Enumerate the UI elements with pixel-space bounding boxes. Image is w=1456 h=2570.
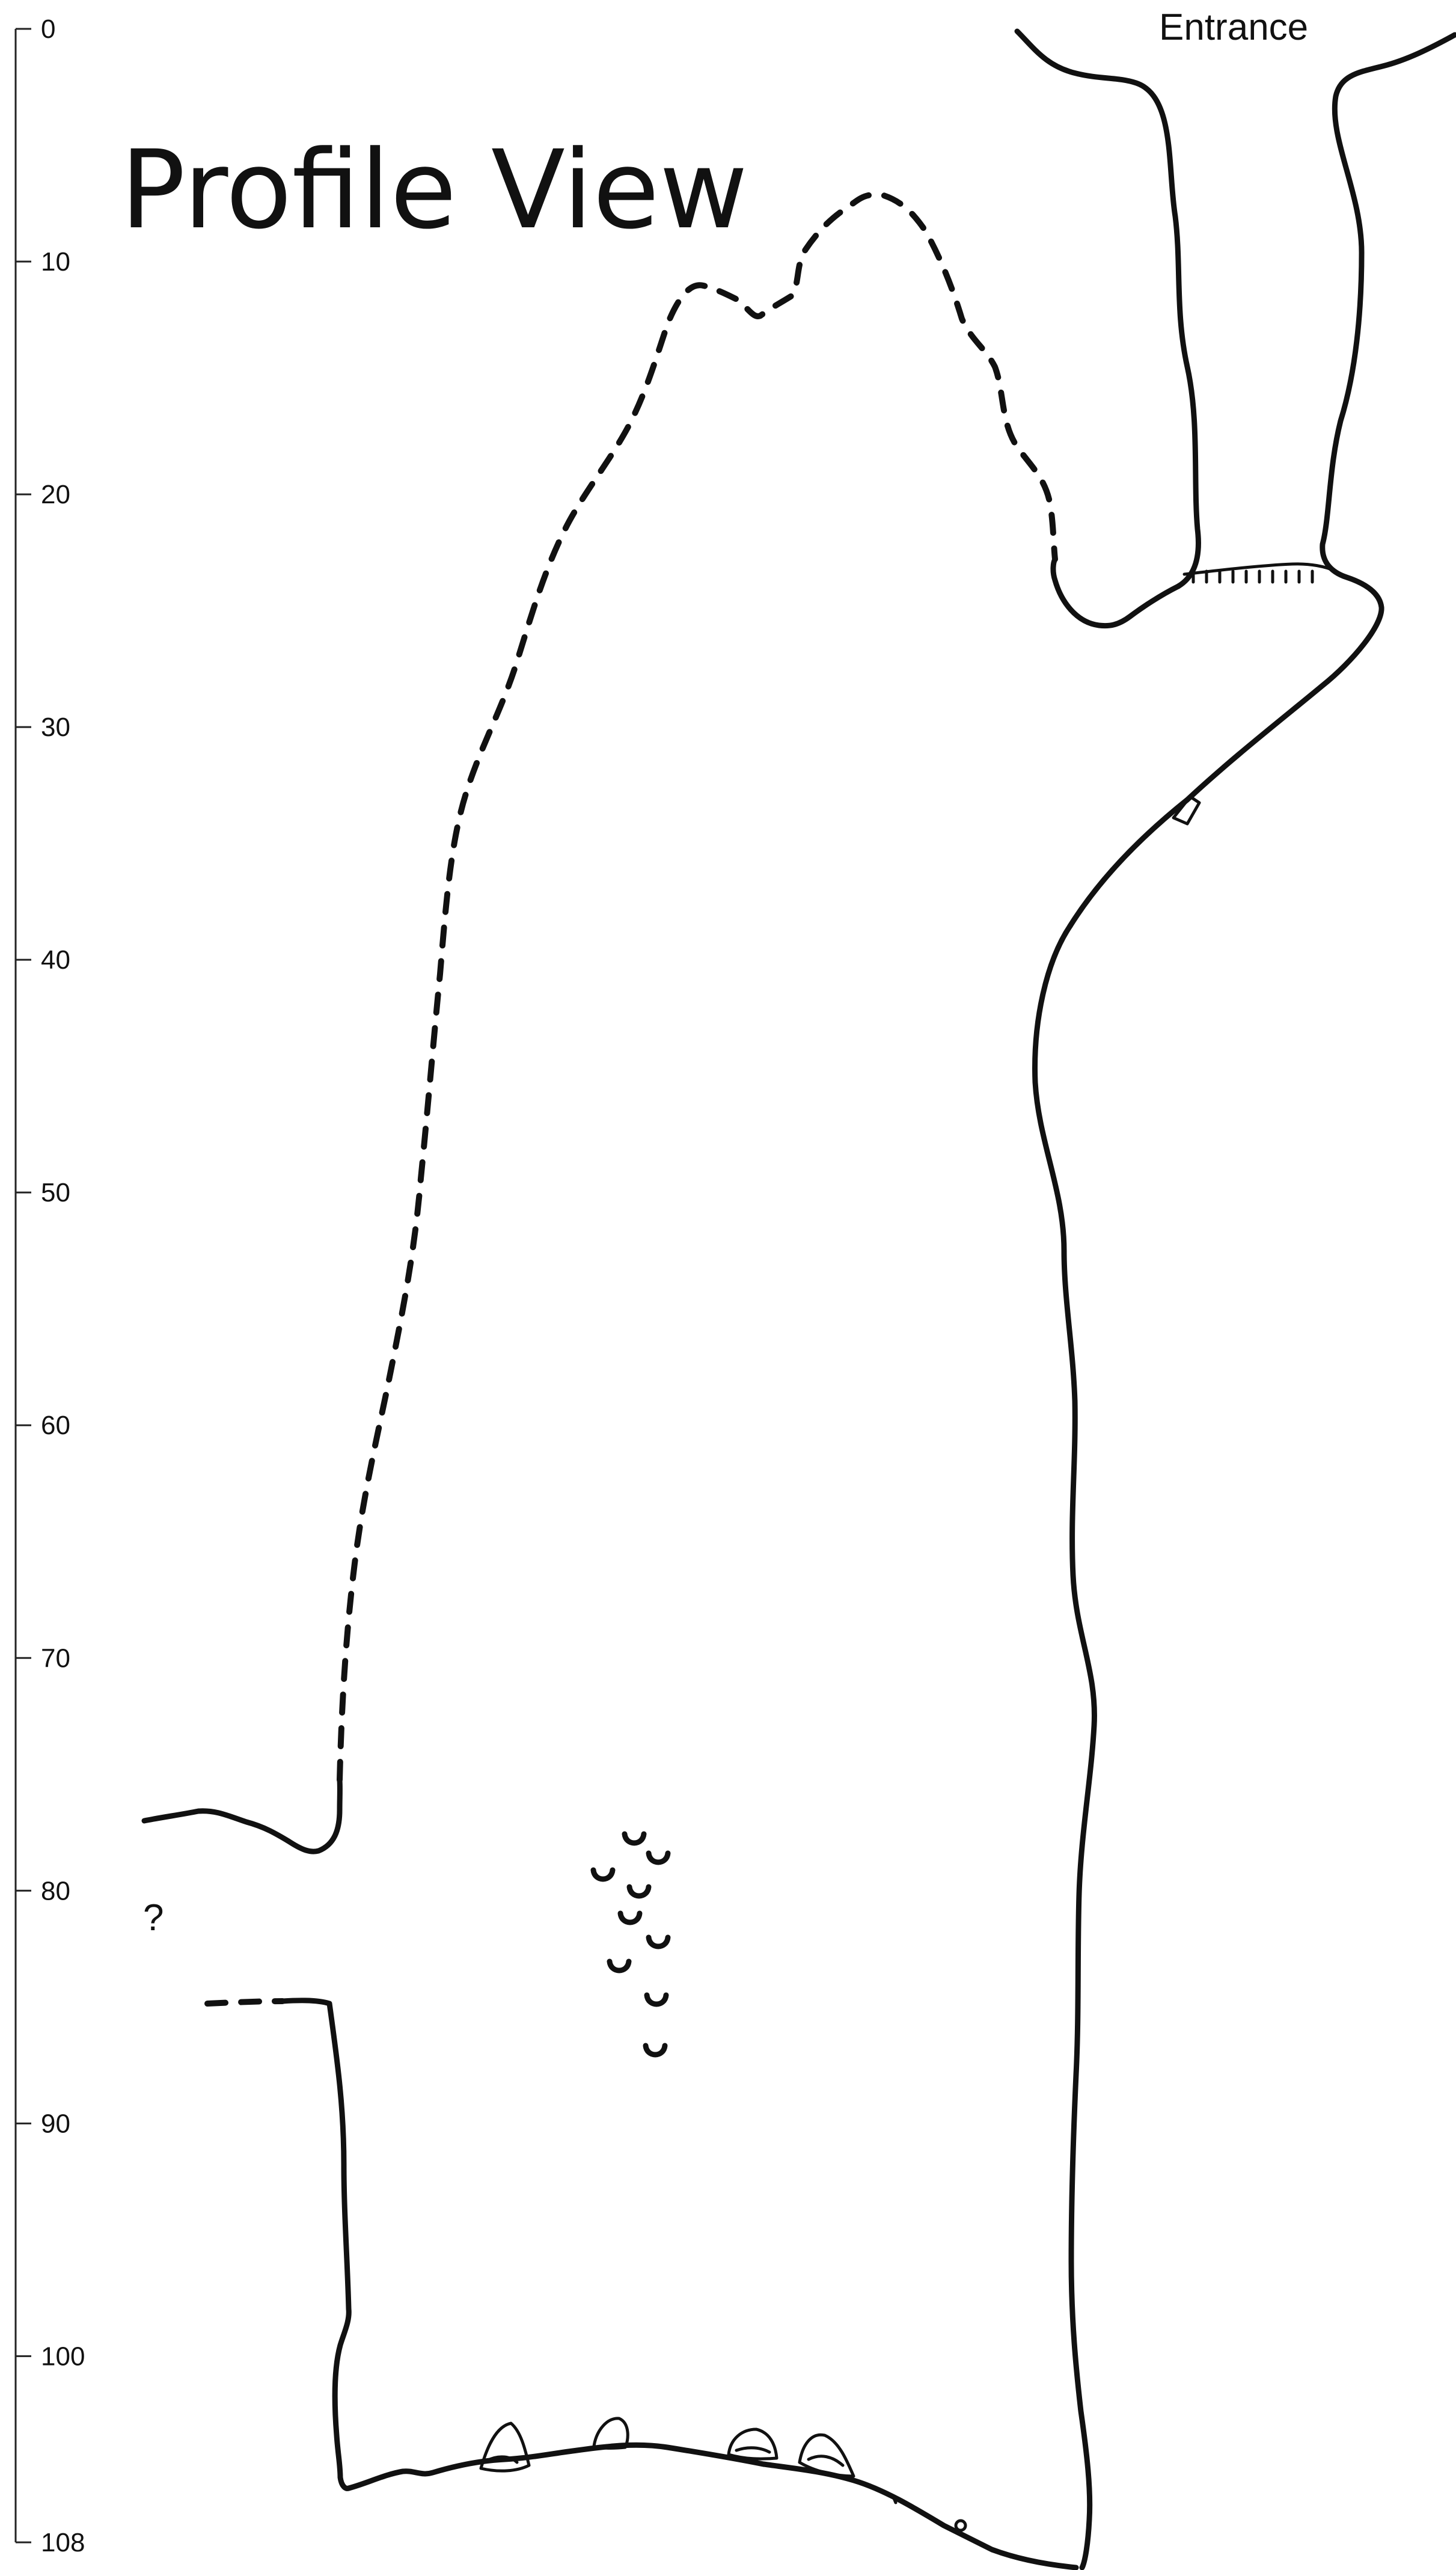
depth-tick-label: 100 bbox=[41, 2342, 85, 2371]
main-chamber-left-wall bbox=[326, 2001, 352, 2491]
depth-tick-label: 108 bbox=[41, 2528, 85, 2557]
depth-scale-ticks: 0 10 20 30 40 50 60 70 80 90 100 108 bbox=[16, 14, 85, 2557]
floor-rock bbox=[479, 2421, 531, 2473]
drip-mark bbox=[643, 2043, 668, 2058]
hatched-ledge-top bbox=[1182, 562, 1338, 576]
depth-tick-label: 90 bbox=[41, 2109, 70, 2138]
depth-tick-label: 0 bbox=[41, 14, 55, 44]
shaft-bottom-lip bbox=[1050, 556, 1181, 629]
floor-rock bbox=[798, 2433, 855, 2478]
side-passage-lower-wall bbox=[280, 1998, 332, 2007]
wall-rock bbox=[1172, 795, 1201, 826]
side-passage-upper-wall bbox=[141, 1777, 343, 1854]
depth-scale: 0 10 20 30 40 50 60 70 80 90 100 108 bbox=[14, 14, 85, 2557]
depth-tick-label: 60 bbox=[41, 1411, 70, 1440]
drip-mark bbox=[646, 1850, 671, 1865]
depth-tick-label: 70 bbox=[41, 1643, 70, 1673]
side-passage-lower-dashed bbox=[204, 1998, 286, 2007]
unknown-passage-marker: ? bbox=[143, 1897, 164, 1939]
drip-mark bbox=[607, 1958, 632, 1974]
main-chamber-right-wall bbox=[1032, 923, 1097, 2570]
drip-mark bbox=[617, 1910, 643, 1925]
drip-mark bbox=[622, 1831, 647, 1846]
depth-tick-label: 80 bbox=[41, 1876, 70, 1906]
main-chamber-floor bbox=[346, 2442, 1079, 2570]
depth-tick-label: 30 bbox=[41, 713, 70, 742]
depth-tick-label: 40 bbox=[41, 945, 70, 975]
floor-rock bbox=[592, 2417, 629, 2450]
depth-tick-label: 20 bbox=[41, 480, 70, 509]
drip-marks bbox=[590, 1831, 671, 2058]
drip-mark bbox=[646, 1934, 671, 1949]
floor-rock bbox=[485, 2455, 519, 2464]
drip-mark bbox=[590, 1867, 616, 1882]
floor-pebble bbox=[954, 2519, 967, 2532]
ledge-hatching bbox=[1191, 569, 1314, 584]
diagram-title: Profile View bbox=[120, 127, 748, 253]
drip-mark bbox=[626, 1884, 652, 1899]
floor-rock bbox=[735, 2446, 771, 2454]
depth-tick-label: 50 bbox=[41, 1178, 70, 1207]
floor-rock bbox=[807, 2455, 845, 2467]
main-chamber-ceiling bbox=[337, 191, 1058, 1783]
floor-rock bbox=[727, 2427, 778, 2461]
drip-mark bbox=[644, 1992, 669, 2007]
entrance-label: Entrance bbox=[1159, 7, 1308, 48]
depth-tick-label: 10 bbox=[41, 247, 70, 277]
entrance-shaft-right-wall bbox=[1067, 32, 1456, 929]
floor-pebble bbox=[891, 2494, 898, 2504]
entrance-shaft-left-wall bbox=[1014, 28, 1201, 589]
